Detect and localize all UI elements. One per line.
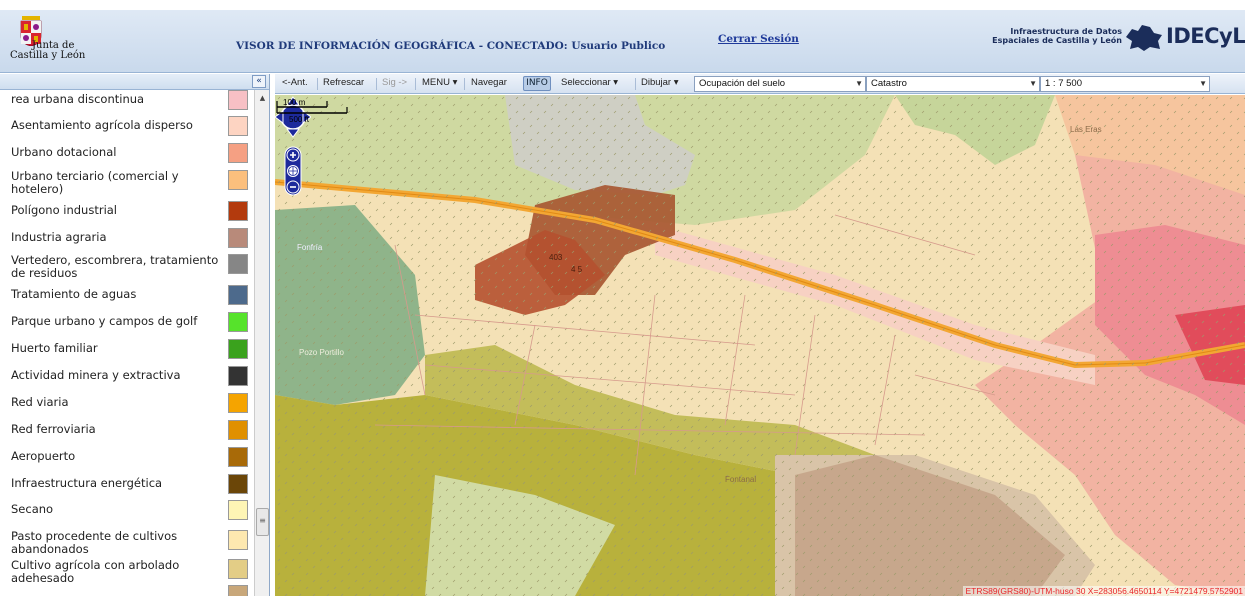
coat-of-arms-icon (20, 16, 42, 46)
top-margin (0, 0, 1245, 10)
scale-select-value: 1 : 7 500 (1045, 78, 1082, 89)
collapse-panel-button[interactable]: « (252, 75, 266, 88)
scale-bar: 100 m 500 ft (276, 98, 348, 124)
toolbar-separator (635, 78, 636, 90)
layer-select-cadastre[interactable]: Catastro ▼ (866, 76, 1040, 92)
next-button[interactable]: Sig -> (382, 77, 408, 88)
globe-icon[interactable] (287, 165, 299, 177)
legend-color-swatch (228, 254, 248, 274)
legend-color-swatch (228, 530, 248, 550)
legend-item-label: Huerto familiar (11, 341, 98, 355)
scroll-thumb[interactable]: ≡ (256, 508, 269, 536)
map-label: Fonfría (297, 243, 323, 252)
legend-color-swatch (228, 393, 248, 413)
org-line-2: Castilla y León (10, 50, 86, 61)
layer-select-landuse-value: Ocupación del suelo (699, 78, 786, 89)
map-label: 403 (549, 253, 563, 262)
legend-color-swatch (228, 447, 248, 467)
legend-item-label: Parque urbano y campos de golf (11, 314, 198, 328)
legend-color-swatch (228, 90, 248, 110)
legend-item-label: Pasto procedente de cultivos abandonados (11, 529, 178, 556)
legend-color-swatch (228, 116, 248, 136)
map-navigation-control[interactable] (275, 95, 311, 197)
toolbar-separator (464, 78, 465, 90)
navigate-button[interactable]: Navegar (471, 77, 507, 88)
legend-color-swatch (228, 312, 248, 332)
legend-item-label: Vertedero, escombrera, tratamiento de re… (11, 253, 219, 280)
legend-color-swatch (228, 143, 248, 163)
junta-text: Junta de Castilla y León (10, 41, 85, 61)
legend-item-label: Asentamiento agrícola disperso (11, 118, 193, 132)
legend-scrollbar[interactable]: ▲ ≡ (254, 90, 269, 596)
toolbar-separator (415, 78, 416, 90)
map-toolbar: <-Ant. Refrescar Sig -> MENU ▾ Navegar I… (275, 74, 1245, 94)
back-button[interactable]: <-Ant. (282, 77, 308, 88)
map-canvas[interactable] (275, 95, 1245, 596)
map-label: Fontanal (725, 475, 757, 484)
info-button[interactable]: INFO (523, 76, 551, 91)
zoom-out-icon[interactable] (286, 180, 300, 194)
legend-color-swatch (228, 339, 248, 359)
chevron-down-icon: ▼ (1199, 79, 1207, 88)
refresh-button[interactable]: Refrescar (323, 77, 365, 88)
scroll-up-arrow-icon[interactable]: ▲ (259, 94, 266, 102)
toolbar-separator (376, 78, 377, 90)
legend-color-swatch (228, 285, 248, 305)
legend-item-label: Red ferroviaria (11, 422, 96, 436)
chevron-down-icon: ▼ (1029, 79, 1037, 88)
ide-line-1: Infraestructura de Datos (1010, 27, 1122, 36)
legend-item-label: Industria agraria (11, 230, 107, 244)
idecyl-map-icon[interactable] (1124, 23, 1164, 53)
map-label: 4 5 (571, 265, 583, 274)
legend-item-label: Tratamiento de aguas (11, 287, 137, 301)
legend-color-swatch (228, 170, 248, 190)
draw-menu-button[interactable]: Dibujar ▾ (641, 77, 679, 88)
scale-select[interactable]: 1 : 7 500 ▼ (1040, 76, 1210, 92)
legend-panel-header: « (0, 74, 269, 90)
map-view[interactable]: Las Eras Fonfría Pozo Portillo Fontanal … (275, 95, 1245, 596)
legend-color-swatch (228, 420, 248, 440)
legend-item-label: Secano (11, 502, 54, 516)
legend-color-swatch (228, 201, 248, 221)
legend-color-swatch (228, 559, 248, 579)
legend-color-swatch (228, 585, 248, 596)
map-label: Pozo Portillo (299, 348, 344, 357)
pan-control-icon[interactable] (275, 96, 311, 138)
chevron-down-icon: ▼ (855, 79, 863, 88)
coordinate-readout: ETRS89(GRS80)-UTM-huso 30 X=283056.46501… (963, 586, 1245, 596)
layer-select-landuse[interactable]: Ocupación del suelo ▼ (694, 76, 866, 92)
legend-item-label: Urbano dotacional (11, 145, 117, 159)
legend-color-swatch (228, 474, 248, 494)
legend-item-label: Actividad minera y extractiva (11, 368, 181, 382)
logout-link[interactable]: Cerrar Sesión (718, 33, 799, 45)
zoom-in-icon[interactable] (286, 148, 300, 162)
legend-item-label: rea urbana discontinua (11, 92, 145, 106)
layer-select-cadastre-value: Catastro (871, 78, 907, 89)
legend-color-swatch (228, 500, 248, 520)
page-title: VISOR DE INFORMACIÓN GEOGRÁFICA - CONECT… (236, 40, 666, 52)
menu-button[interactable]: MENU ▾ (422, 77, 458, 88)
legend-item-label: Aeropuerto (11, 449, 76, 463)
junta-logo[interactable]: Junta de Castilla y León (6, 14, 116, 66)
select-menu-button[interactable]: Seleccionar ▾ (561, 77, 619, 88)
toolbar-separator (317, 78, 318, 90)
ide-line-2: Espaciales de Castilla y León (992, 36, 1122, 45)
app-header: Junta de Castilla y León VISOR DE INFORM… (0, 10, 1245, 73)
ide-name: IDECyL (1166, 24, 1245, 48)
legend-item-label: Infraestructura energética (11, 476, 163, 490)
ide-subtitle: Infraestructura de Datos Espaciales de C… (992, 27, 1122, 45)
legend-color-swatch (228, 366, 248, 386)
legend-color-swatch (228, 228, 248, 248)
map-label: Las Eras (1070, 125, 1102, 134)
legend-item-label: Red viaria (11, 395, 69, 409)
legend-item-label: Cultivo agrícola con arbolado adehesado (11, 558, 180, 585)
org-line-1: Junta de (32, 40, 75, 51)
scale-feet: 500 ft (289, 115, 310, 124)
scale-meters: 100 m (283, 98, 306, 107)
legend-item-label: Polígono industrial (11, 203, 118, 217)
legend-item-label: Urbano terciario (comercial y hotelero) (11, 169, 179, 196)
